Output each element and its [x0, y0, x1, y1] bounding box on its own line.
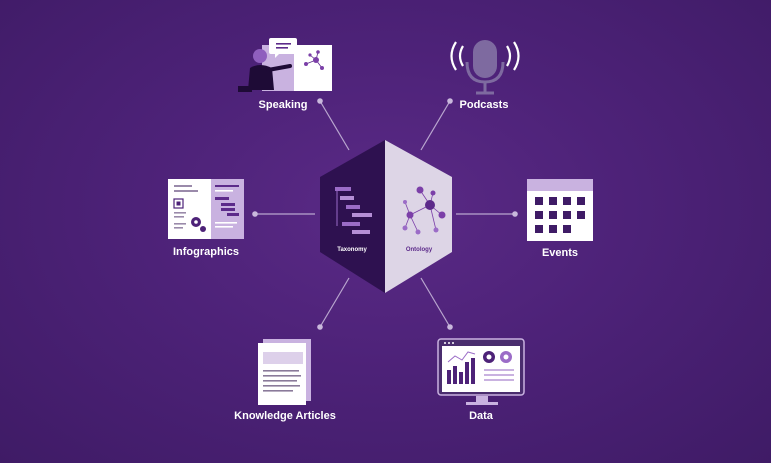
connector-dot-speaking — [317, 98, 323, 104]
connector-dot-knowledge — [317, 324, 323, 330]
connector-dot-infographics — [252, 211, 258, 217]
node-label-data: Data — [469, 410, 494, 422]
connector-speaking — [319, 100, 350, 151]
taxonomy-tree-icon — [335, 187, 372, 234]
connector-lines — [252, 98, 518, 330]
monitor-chart-icon — [437, 338, 525, 405]
node-label-podcasts: Podcasts — [460, 99, 509, 111]
node-label-knowledge-articles: Knowledge Articles — [234, 410, 336, 422]
hub-left-label: Taxonomy — [337, 247, 367, 253]
ontology-network-icon — [402, 186, 446, 235]
connector-knowledge — [319, 277, 350, 328]
connector-podcasts — [420, 100, 451, 151]
node-label-speaking: Speaking — [259, 99, 308, 111]
hub-hexagon: Taxonomy Ontology — [320, 140, 452, 293]
connector-dot-events — [512, 211, 518, 217]
hub-right-half — [385, 140, 452, 293]
microphone-icon — [450, 40, 520, 95]
connector-data — [420, 277, 451, 328]
hub-right-label: Ontology — [406, 247, 433, 253]
infographic-icon — [168, 179, 244, 239]
presenter-icon — [238, 38, 332, 92]
connector-dot-podcasts — [447, 98, 453, 104]
node-label-infographics: Infographics — [173, 246, 239, 258]
document-icon — [258, 339, 311, 405]
connector-dot-data — [447, 324, 453, 330]
node-label-events: Events — [542, 247, 578, 259]
calendar-icon — [527, 179, 593, 241]
